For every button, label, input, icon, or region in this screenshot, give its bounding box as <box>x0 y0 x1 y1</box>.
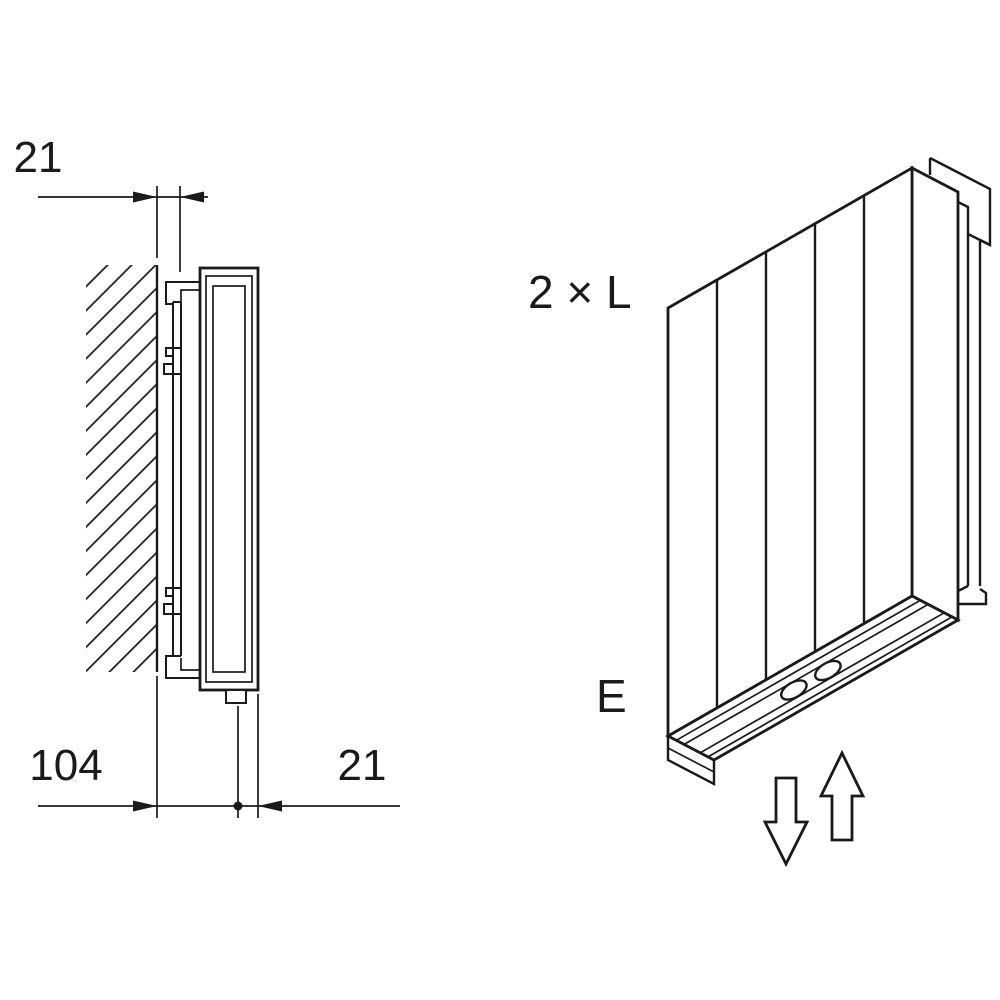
radiator-panel-section <box>198 266 260 692</box>
dimension-dot <box>233 801 243 811</box>
pipe-connection-hole-2 <box>814 659 842 682</box>
underside-groove <box>675 599 921 742</box>
pipe-connection-hole-1 <box>780 679 808 701</box>
drain-plug <box>225 689 247 704</box>
isometric-view: 2 × L E <box>528 156 992 868</box>
dimension-top: 21 <box>14 133 208 272</box>
bracket-clip-bottom <box>163 587 181 615</box>
arrowhead-left-icon <box>258 800 282 812</box>
radiator-underside <box>665 594 961 762</box>
wall-rail-bottom-hook <box>954 584 988 606</box>
dim-label-element: 21 <box>338 741 387 790</box>
bracket-clip-top <box>163 347 181 375</box>
wall-rail <box>954 234 988 606</box>
dimension-bottom: 104 21 <box>29 676 400 818</box>
underside-groove <box>699 612 945 754</box>
mounting-rail <box>172 301 182 657</box>
flow-arrow-up-icon <box>818 749 866 842</box>
radiator-right-side <box>910 165 960 623</box>
flow-arrow-down-icon <box>762 776 810 868</box>
underside-groove <box>707 616 953 758</box>
dim-label-wall-gap: 21 <box>14 133 63 182</box>
label-bracket-length: 2 × L <box>528 266 632 318</box>
arrowhead-right-icon <box>133 191 157 203</box>
bracket-arm-bottom <box>165 655 200 679</box>
dim-label-depth: 104 <box>29 741 102 790</box>
label-drain: E <box>596 670 627 722</box>
wall-hatching <box>86 265 157 672</box>
arrowhead-right-icon <box>133 800 157 812</box>
bracket-arm-top <box>165 281 200 305</box>
flow-arrows <box>762 749 866 868</box>
underside-groove <box>683 603 929 746</box>
side-section-view: 21 104 21 <box>14 133 400 818</box>
wall-bracket-top <box>928 156 992 247</box>
arrowhead-left-icon <box>180 191 204 203</box>
radiator-front-face <box>666 165 914 739</box>
